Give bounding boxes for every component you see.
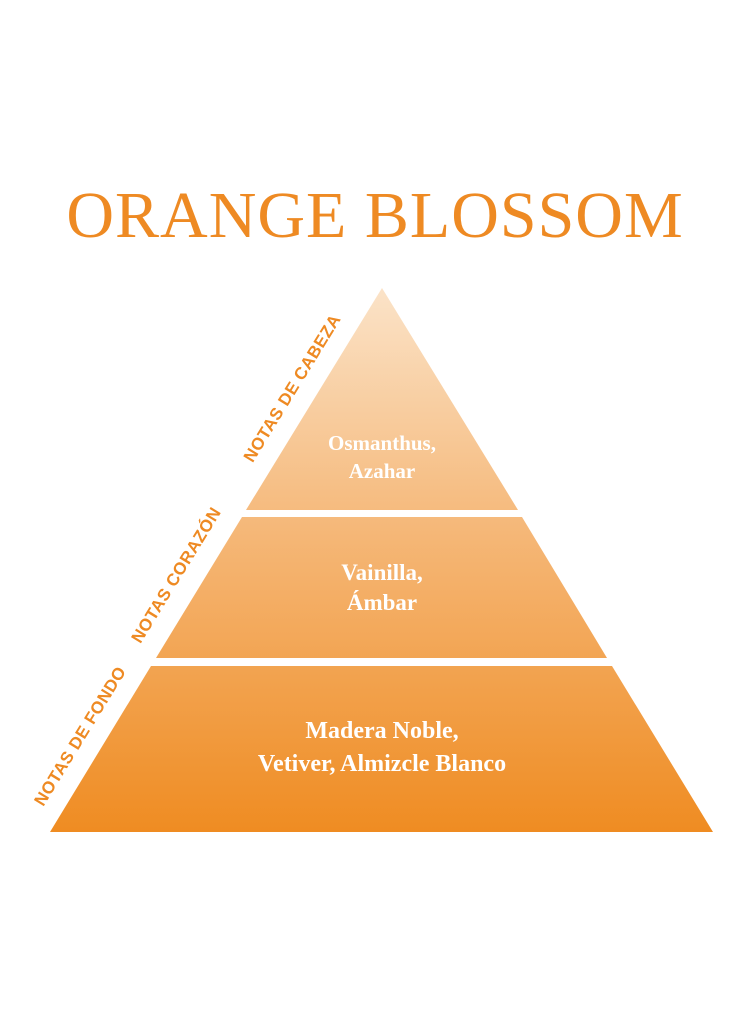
tier-bottom-line-2: Vetiver, Almizcle Blanco <box>258 751 506 777</box>
tier-top-line-1: Osmanthus, <box>328 431 436 455</box>
tier-top-shape <box>246 288 518 510</box>
tier-bottom-shape <box>50 666 713 832</box>
tier-bottom-line-1: Madera Noble, <box>305 718 458 744</box>
tier-middle-shape <box>156 517 607 658</box>
tier-middle-line-2: Ámbar <box>347 590 417 615</box>
tier-top-line-2: Azahar <box>349 459 416 483</box>
page-title: ORANGE BLOSSOM <box>66 179 684 252</box>
tier-middle-line-1: Vainilla, <box>341 560 423 585</box>
